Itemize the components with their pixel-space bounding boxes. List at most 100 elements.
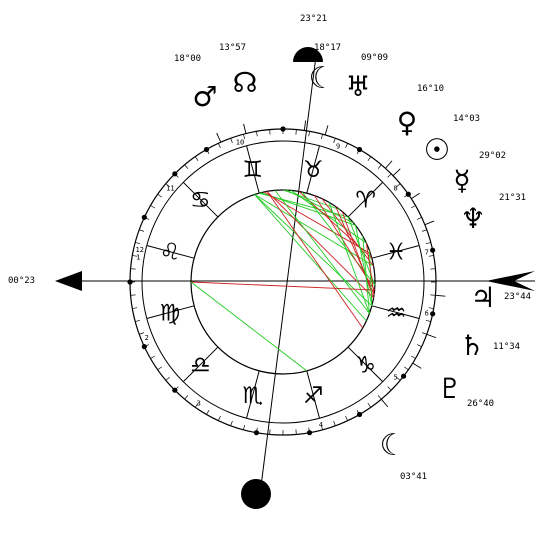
degree-tick xyxy=(139,332,145,335)
zodiac-signs: ♈♉♊♋♌♍♎♏♐♑♒♓ xyxy=(160,157,407,409)
planet-uranus-degree: 09°09 xyxy=(361,53,388,63)
house-cusp-dot xyxy=(141,344,147,350)
degree-tick xyxy=(194,403,199,408)
planet-pointer xyxy=(426,333,437,339)
planet-pointer xyxy=(412,362,422,369)
aspect-line xyxy=(290,189,367,244)
degree-tick xyxy=(184,395,189,400)
planet-moon-top-degree: 18°17 xyxy=(314,43,341,53)
planet-north-node-glyph: ☊ xyxy=(233,66,258,99)
house-number: 2 xyxy=(145,334,149,342)
degree-tick xyxy=(421,229,427,232)
planet-neptune-degree: 21°31 xyxy=(499,193,526,203)
planet-jupiter-glyph: ♃ xyxy=(470,281,495,314)
planet-moon-top-glyph: ☾ xyxy=(309,61,336,96)
degree-tick xyxy=(416,344,422,347)
degree-tick xyxy=(132,255,138,257)
planet-moon-bottom-degree: 03°41 xyxy=(400,472,427,482)
degree-tick xyxy=(165,376,170,381)
sign-divider xyxy=(182,346,219,383)
degree-tick xyxy=(218,415,221,421)
planet-pointers xyxy=(216,120,446,408)
ascendant-arrow xyxy=(55,271,82,291)
aspect-line xyxy=(254,194,374,267)
degree-tick xyxy=(333,420,336,426)
sign-divider xyxy=(371,305,420,319)
planet-pointer xyxy=(385,160,393,169)
degree-tick xyxy=(184,164,189,169)
zodiac-leo: ♌ xyxy=(160,240,181,266)
planet-venus-degree: 16°10 xyxy=(417,84,444,94)
degree-tick xyxy=(387,386,392,391)
zodiac-virgo: ♍ xyxy=(160,300,181,326)
planet-uranus-glyph: ♅ xyxy=(345,70,370,103)
aspect-line xyxy=(266,191,364,329)
aspect-line xyxy=(355,225,373,306)
degree-tick xyxy=(367,403,372,408)
aspect-line xyxy=(260,192,356,226)
zodiac-cancer: ♋ xyxy=(190,187,211,213)
aspect-line xyxy=(365,243,375,295)
aspect-line xyxy=(335,206,375,295)
degree-tick xyxy=(243,424,246,430)
planet-pointer xyxy=(324,125,329,136)
aspect-line xyxy=(321,198,374,267)
descendant-arrow xyxy=(486,271,535,291)
degree-tick xyxy=(135,242,141,245)
sign-divider xyxy=(146,245,195,259)
planet-pointer xyxy=(435,294,446,297)
degree-tick xyxy=(320,134,323,140)
degree-tick xyxy=(243,134,246,140)
house-number: 9 xyxy=(336,143,340,151)
degree-tick xyxy=(135,319,141,322)
house-cusp-dot xyxy=(172,387,178,393)
aspect-line xyxy=(254,194,373,307)
degree-tick xyxy=(320,424,323,430)
degree-tick xyxy=(428,307,434,309)
degree-tick xyxy=(150,355,156,359)
house-cusp-dot xyxy=(127,279,133,285)
aspect-line xyxy=(286,189,354,224)
descendant-degree-label: 23°44 xyxy=(504,292,531,302)
degree-tick xyxy=(345,143,348,149)
planet-pluto-glyph: ♇ xyxy=(437,372,462,405)
house-cusp-dot xyxy=(430,247,436,253)
degree-tick xyxy=(410,355,416,359)
house-cusp-dot xyxy=(430,311,436,317)
degree-tick xyxy=(377,395,382,400)
aspect-line xyxy=(266,191,374,299)
degree-tick xyxy=(416,217,422,220)
sign-dividers xyxy=(146,145,420,419)
planet-saturn-degree: 11°34 xyxy=(493,342,520,352)
degree-tick xyxy=(230,420,233,426)
degree-tick xyxy=(367,156,372,161)
house-number: 11 xyxy=(166,185,174,193)
aspect-line xyxy=(341,211,375,299)
degree-tick xyxy=(425,242,431,245)
planet-venus-glyph: ♀ xyxy=(397,106,418,139)
degree-tick xyxy=(404,366,409,371)
house-number: 5 xyxy=(393,373,397,381)
planet-mars-glyph: ♂ xyxy=(192,80,217,113)
aspect-line xyxy=(274,190,370,314)
sign-divider xyxy=(182,181,219,218)
zodiac-gemini: ♊ xyxy=(242,157,263,183)
house-number: 7 xyxy=(425,248,429,256)
house-number: 10 xyxy=(236,138,244,146)
house-cusp-dot xyxy=(280,126,286,132)
aspect-line xyxy=(254,194,367,322)
sign-divider xyxy=(306,370,320,419)
degree-tick xyxy=(132,307,138,309)
aspect-line xyxy=(328,202,370,314)
house-number: 6 xyxy=(425,310,429,318)
zodiac-sagittarius: ♐ xyxy=(303,383,324,409)
house-number-ring xyxy=(141,140,425,424)
planet-pointer xyxy=(411,192,420,200)
planet-pluto-degree: 26°40 xyxy=(467,399,494,409)
degree-tick xyxy=(387,173,392,178)
planet-pointer xyxy=(381,398,389,408)
mc-degree-label: 23°21 xyxy=(300,14,327,24)
degree-tick xyxy=(194,156,199,161)
